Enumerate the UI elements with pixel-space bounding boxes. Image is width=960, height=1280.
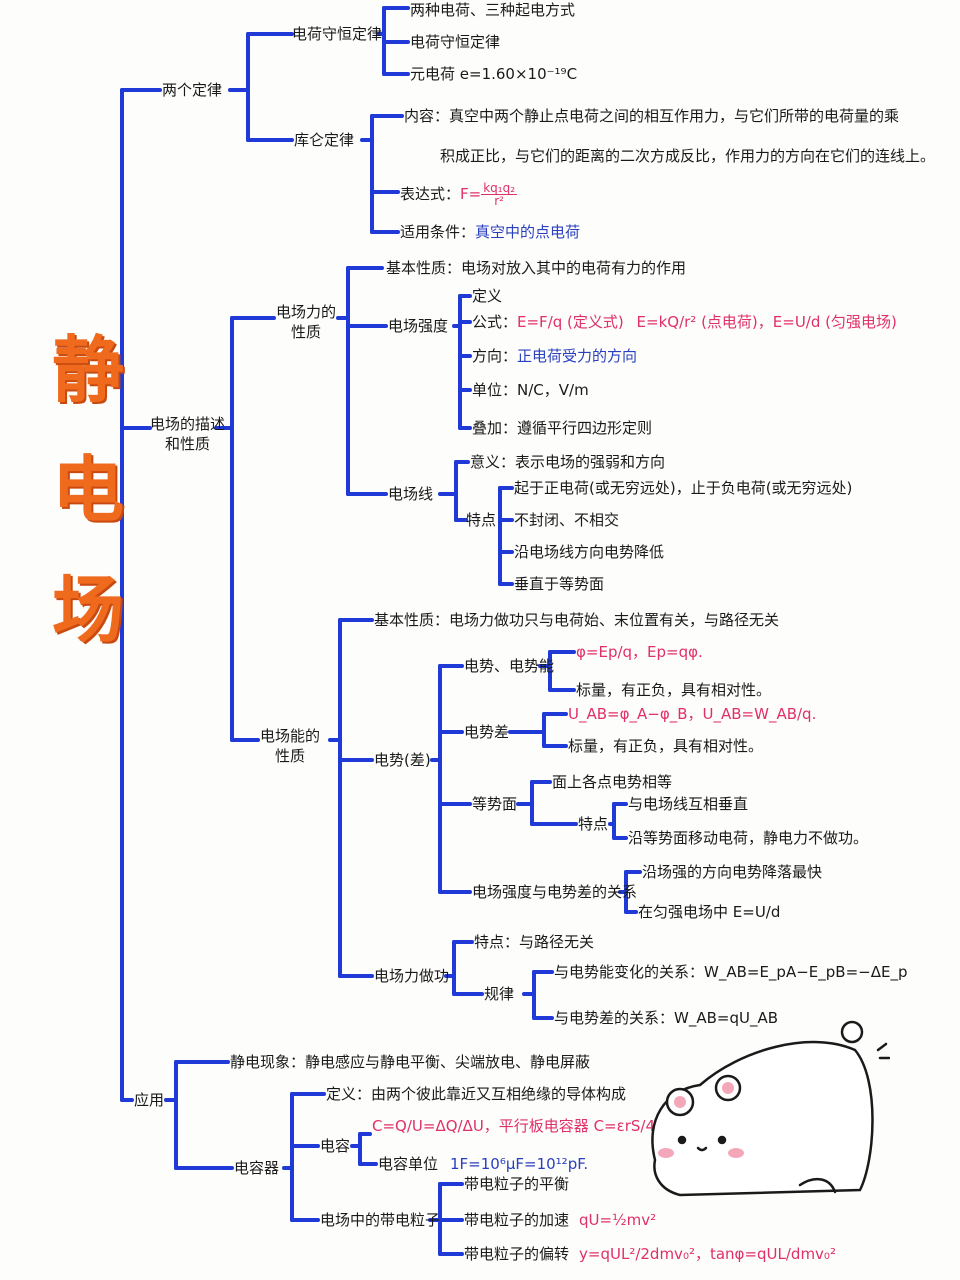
field-lines-meaning: 意义：表示电场的强弱和方向 — [470, 453, 666, 471]
intensity-superposition: 叠加：遵循平行四边形定则 — [472, 419, 653, 437]
work-law-label: 规律 — [484, 985, 515, 1003]
node-energy-property: 电场能的性质 — [260, 727, 321, 765]
expr-lhs: F= — [460, 185, 482, 203]
work-feature: 特点：与路径无关 — [474, 933, 595, 951]
field-lines-feature-3: 沿电场线方向电势降低 — [514, 543, 665, 561]
particle-equilibrium: 带电粒子的平衡 — [464, 1175, 570, 1193]
equipotential-feature-label: 特点 — [578, 815, 609, 833]
title-char-3: 场 — [52, 568, 125, 652]
node-application: 应用 — [134, 1091, 165, 1109]
electrostatic-phenomena: 静电现象：静电感应与静电平衡、尖端放电、静电屏蔽 — [230, 1053, 591, 1071]
node-force-property: 电场力的性质 — [276, 303, 337, 341]
node-capacitance: 电容 — [320, 1137, 351, 1155]
potential-difference-note: 标量，有正负，具有相对性。 — [568, 737, 764, 755]
node-field-lines: 电场线 — [388, 485, 434, 503]
capacitance-unit-label: 电容单位 — [378, 1155, 439, 1173]
node-field-description: 电场的描述和性质 — [150, 415, 226, 453]
capacitance-unit-value: 1F=10⁶μF=10¹²pF. — [450, 1155, 589, 1173]
expr-label: 表达式： — [400, 185, 461, 203]
capacitor-definition: 定义：由两个彼此靠近又互相绝缘的导体构成 — [326, 1085, 627, 1103]
condition-value: 真空中的点电荷 — [475, 223, 581, 241]
field-lines-feature-4: 垂直于等势面 — [514, 575, 605, 593]
node-charged-particle: 电场中的带电粒子 — [320, 1211, 441, 1229]
relation-item-1: 沿场强的方向电势降落最快 — [642, 863, 823, 881]
bear-doodle-icon — [651, 1020, 890, 1197]
node-equipotential: 等势面 — [472, 795, 518, 813]
node-field-potential-relation: 电场强度与电势差的关系 — [472, 883, 638, 901]
field-lines-feature-2: 不封闭、不相交 — [514, 511, 620, 529]
leaf-conservation-law: 电荷守恒定律 — [410, 33, 501, 51]
leaf-charge-types: 两种电荷、三种起电方式 — [410, 1, 576, 19]
coulomb-content-line2: 积成正比，与它们的距离的二次方成反比，作用力的方向在它们的连线上。 — [440, 147, 936, 165]
relation-item-2: 在匀强电场中 E=U/d — [638, 903, 781, 921]
title-char-2: 电 — [52, 448, 125, 532]
field-lines-feature-1: 起于正电荷(或无穷远处)，止于负电荷(或无穷远处) — [514, 479, 853, 497]
intensity-formulas: 公式：E=F/q (定义式) E=kQ/r² (点电荷)，E=U/d (匀强电场… — [472, 313, 897, 331]
node-charge-conservation: 电荷守恒定律 — [292, 25, 383, 43]
force-basic-property: 基本性质：电场对放入其中的电荷有力的作用 — [386, 259, 687, 277]
potential-energy-formula: φ=Ep/q，Ep=qφ. — [576, 643, 703, 661]
node-capacitor: 电容器 — [234, 1159, 280, 1177]
intensity-unit: 单位：N/C，V/m — [472, 381, 589, 399]
coulomb-condition: 适用条件：真空中的点电荷 — [400, 223, 581, 241]
equipotential-feature-1: 与电场线互相垂直 — [628, 795, 749, 813]
capacitance-formula: C=Q/U=ΔQ/ΔU，平行板电容器 C=εrS/4πkd — [372, 1117, 683, 1135]
intensity-definition: 定义 — [472, 287, 503, 305]
work-law-2: 与电势差的关系：W_AB=qU_AB — [554, 1009, 779, 1027]
coulomb-content-line1: 内容：真空中两个静止点电荷之间的相互作用力，与它们所带的电荷量的乘 — [404, 107, 900, 125]
node-two-laws: 两个定律 — [162, 81, 223, 99]
node-coulomb-law: 库仑定律 — [294, 131, 355, 149]
node-field-work: 电场力做功 — [374, 967, 450, 985]
energy-basic-property: 基本性质：电场力做功只与电荷始、末位置有关，与路径无关 — [374, 611, 780, 629]
node-potential: 电势(差) — [374, 751, 431, 769]
field-lines-feature-label: 特点 — [466, 511, 497, 529]
node-potential-energy: 电势、电势能 — [464, 657, 555, 675]
potential-energy-note: 标量，有正负，具有相对性。 — [576, 681, 772, 699]
work-law-1: 与电势能变化的关系：W_AB=E_pA−E_pB=−ΔE_p — [554, 963, 908, 981]
leaf-elementary-charge: 元电荷 e=1.60×10⁻¹⁹C — [410, 65, 578, 83]
potential-difference-formula: U_AB=φ_A−φ_B，U_AB=W_AB/q. — [568, 705, 817, 723]
node-field-intensity: 电场强度 — [388, 317, 449, 335]
title-char-1: 静 — [52, 328, 125, 412]
node-potential-difference: 电势差 — [464, 723, 510, 741]
equipotential-definition: 面上各点电势相等 — [552, 773, 673, 791]
intensity-direction: 方向：正电荷受力的方向 — [472, 347, 638, 365]
equipotential-feature-2: 沿等势面移动电荷，静电力不做功。 — [628, 829, 869, 847]
